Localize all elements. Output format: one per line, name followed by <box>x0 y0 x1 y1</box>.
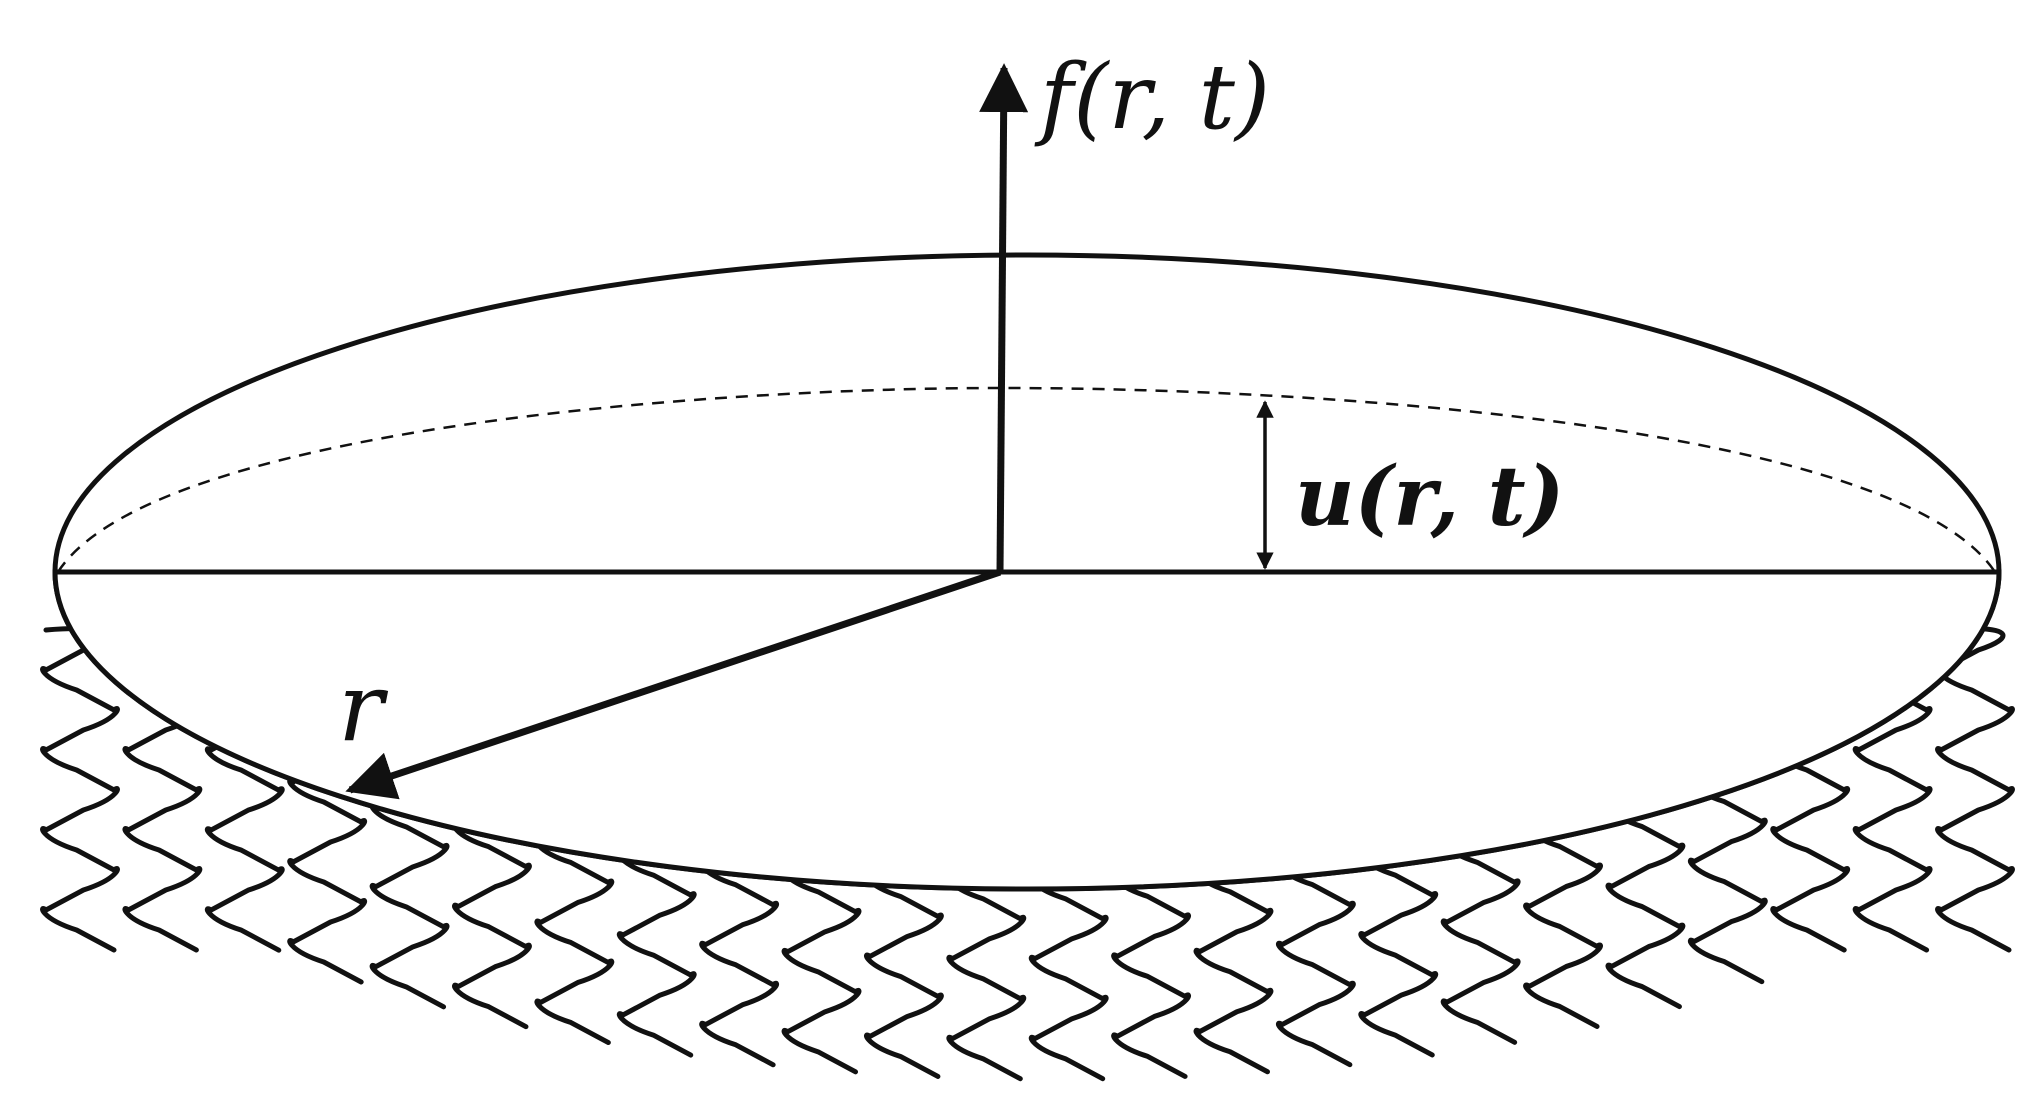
spring-coil <box>1935 626 2015 953</box>
radius-arrow <box>345 568 1002 800</box>
deformed-plate-outline <box>56 386 1997 573</box>
force-arrow <box>979 63 1029 573</box>
displacement-label: u(r, t) <box>1295 449 1564 545</box>
force-label: f(r, t) <box>1034 45 1270 150</box>
plate-front-face <box>52 569 2002 892</box>
radius-label: r <box>338 653 389 763</box>
spring-coil <box>40 626 120 953</box>
